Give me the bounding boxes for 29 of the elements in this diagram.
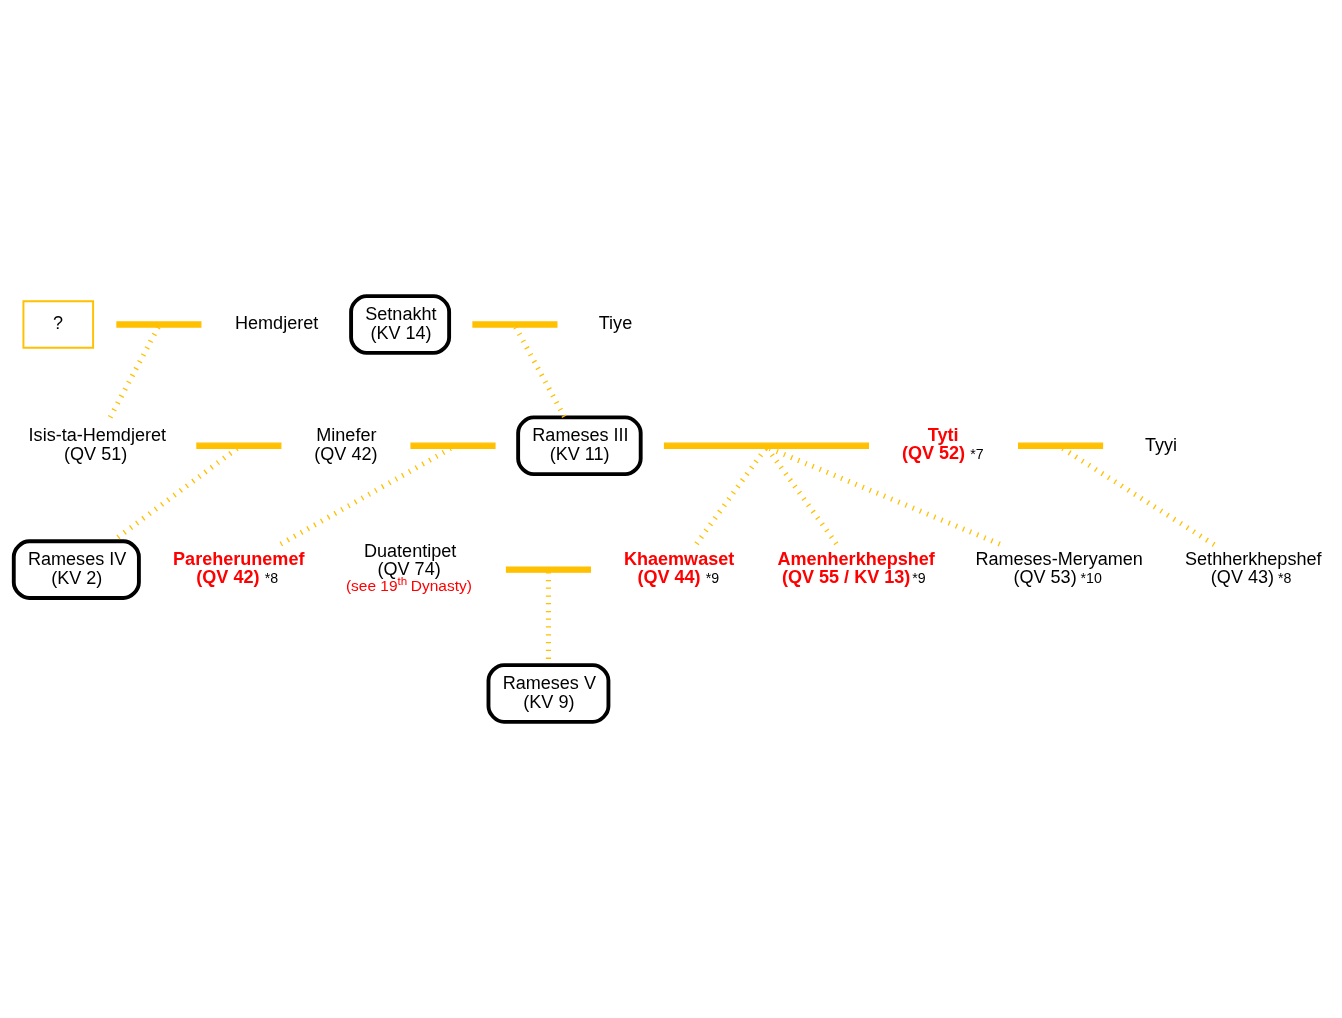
node-label: *7 (970, 445, 984, 462)
node-text: Tiye (598, 313, 633, 334)
node-box: Setnakht (KV 14) (349, 294, 452, 355)
node-label: *10 (1080, 569, 1102, 586)
node-label: *9 (912, 569, 926, 586)
node-box: Rameses III (KV 11) (516, 415, 643, 477)
node-text: Duatentipet (QV 74) (see 19$^{th}$ Dynasty) (345, 540, 472, 595)
node-label: *8 (1277, 569, 1292, 586)
node-bar (410, 442, 496, 449)
node-text: Minefer (QV 42) (314, 424, 378, 465)
node-text: Tyti (QV 52) (901, 424, 966, 463)
node-bar (505, 566, 592, 573)
node-box: Rameses V (KV 9) (486, 663, 611, 724)
node-box: Rameses IV (KV 2) (11, 539, 141, 600)
connector (1061, 446, 1218, 549)
node-bar (116, 321, 202, 328)
node-bar (663, 442, 869, 449)
node-bar (472, 321, 558, 328)
node-text: Hemdjeret (235, 313, 319, 334)
connector (692, 446, 768, 548)
connector (765, 446, 841, 548)
node-text: Tyyi (1145, 434, 1178, 455)
node-label: *9 (705, 569, 720, 586)
node-bar (196, 442, 282, 449)
node-text: Isis-ta-Hemdjeret (QV 51) (28, 424, 166, 465)
node-bar (1018, 442, 1104, 449)
node-box: ? (22, 300, 95, 349)
connector (513, 325, 567, 419)
node-label: *8 (264, 569, 279, 586)
